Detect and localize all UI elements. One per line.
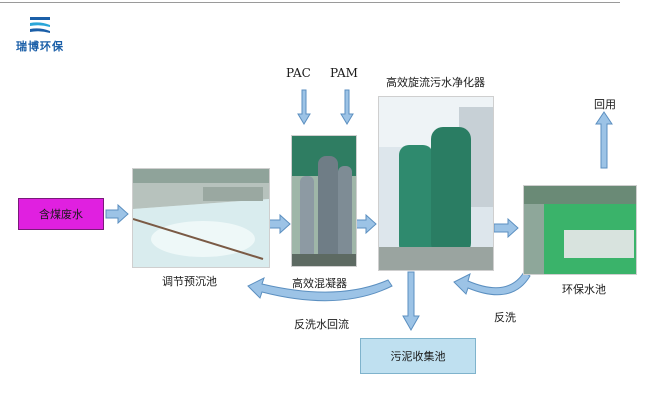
arrow-input-to-tank <box>105 203 129 225</box>
arrow-to-sludge <box>402 271 420 332</box>
logo-mark-icon <box>30 17 50 33</box>
arrow-pac-down <box>297 89 311 125</box>
company-logo: 瑞博环保 <box>16 16 106 56</box>
arrow-backwash <box>453 271 531 296</box>
sludge-tank-box: 污泥收集池 <box>360 338 476 374</box>
pam-label: PAM <box>330 66 358 80</box>
coagulator-label: 高效混凝器 <box>292 277 347 290</box>
reuse-label: 回用 <box>594 98 616 111</box>
logo-text: 瑞博环保 <box>16 40 64 53</box>
arrow-purifier-to-pool <box>493 217 519 239</box>
purifier-label: 高效旋流污水净化器 <box>386 76 485 89</box>
input-wastewater-box: 含煤废水 <box>18 198 104 230</box>
arrow-reuse-up <box>595 111 613 169</box>
tank-photo <box>132 168 270 268</box>
coagulator-photo <box>291 135 357 267</box>
purifier-photo <box>378 96 494 271</box>
sludge-tank-label: 污泥收集池 <box>390 350 446 363</box>
top-divider <box>0 2 620 3</box>
pool-label: 环保水池 <box>562 283 606 296</box>
arrow-pam-down <box>340 89 354 125</box>
pac-label: PAC <box>286 66 311 80</box>
arrow-coagulator-to-purifier <box>355 213 377 235</box>
backwash-reflux-label: 反洗水回流 <box>294 318 349 331</box>
tank-label: 调节预沉池 <box>162 275 217 288</box>
arrow-tank-to-coagulator <box>267 213 291 235</box>
arrow-backwash-reflux <box>247 277 393 302</box>
input-wastewater-label: 含煤废水 <box>39 208 83 221</box>
pool-photo <box>523 185 637 275</box>
backwash-label: 反洗 <box>494 311 516 324</box>
